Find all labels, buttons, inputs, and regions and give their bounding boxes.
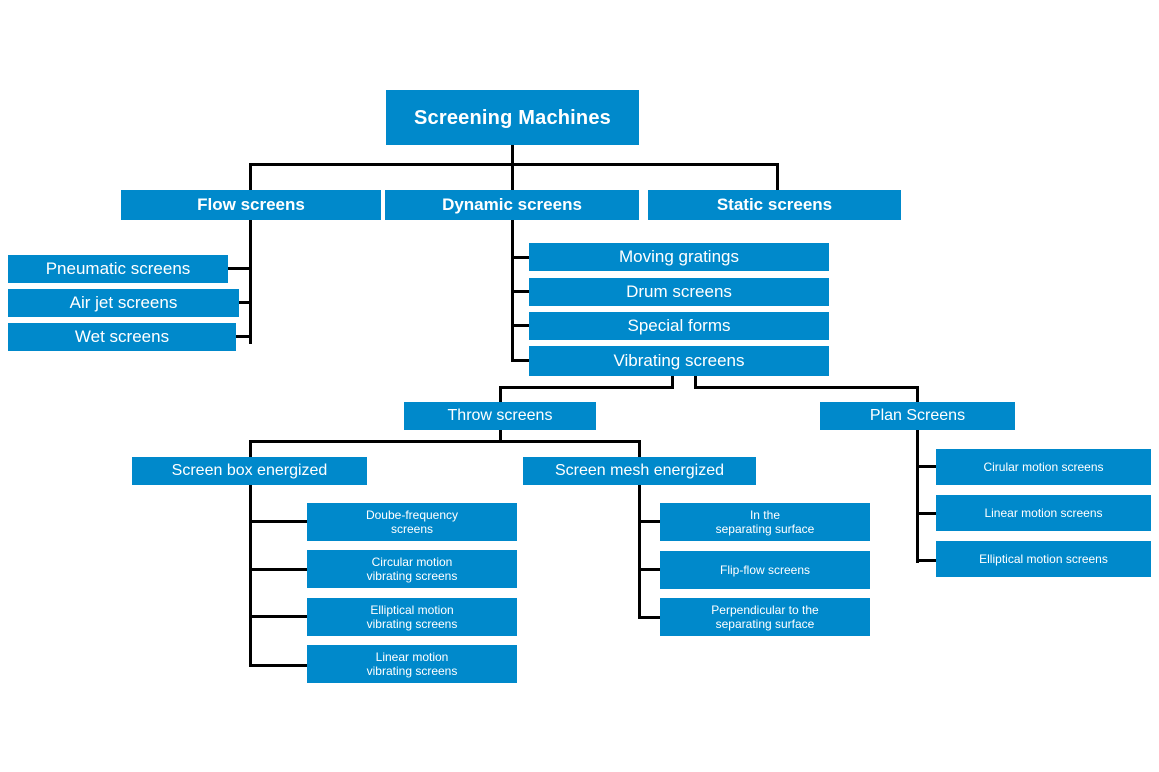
connector-vibrating-left-drop <box>671 376 674 388</box>
connector-level1-bus <box>249 163 779 166</box>
connector-screen-box-drop <box>249 440 252 457</box>
node-wet-screens[interactable]: Wet screens <box>8 323 236 351</box>
node-perpendicular-to-the-separating-surface[interactable]: Perpendicular to the separating surface <box>660 598 870 636</box>
connector-screen-box-child-1 <box>249 520 307 523</box>
connector-dynamic-child-3 <box>511 324 529 327</box>
node-plan-screens[interactable]: Plan Screens <box>820 402 1015 430</box>
connector-plan-child-1 <box>916 465 938 468</box>
connector-screen-mesh-spine <box>638 485 641 619</box>
connector-flow-spine <box>249 220 252 344</box>
connector-screen-box-child-3 <box>249 615 307 618</box>
connector-throw-bus <box>499 386 674 389</box>
node-screening-machines[interactable]: Screening Machines <box>386 90 639 145</box>
connector-screen-mesh-child-3 <box>638 616 660 619</box>
connector-screen-box-child-4 <box>249 664 307 667</box>
connector-flow-child-2 <box>239 301 252 304</box>
connector-dynamic-drop <box>511 163 514 190</box>
node-elliptical-motion-vibrating-screens[interactable]: Elliptical motion vibrating screens <box>307 598 517 636</box>
connector-plan-child-2 <box>916 512 938 515</box>
connector-plan-bus <box>694 386 919 389</box>
connector-screen-box-spine <box>249 485 252 667</box>
node-static-screens[interactable]: Static screens <box>648 190 901 220</box>
node-air-jet-screens[interactable]: Air jet screens <box>8 289 239 317</box>
node-linear-motion-screens[interactable]: Linear motion screens <box>936 495 1151 531</box>
node-linear-motion-vibrating-screens[interactable]: Linear motion vibrating screens <box>307 645 517 683</box>
connector-screen-mesh-child-1 <box>638 520 660 523</box>
connector-dynamic-child-2 <box>511 290 529 293</box>
connector-flow-spine-end <box>249 335 252 344</box>
node-screen-mesh-energized[interactable]: Screen mesh energized <box>523 457 756 485</box>
connector-screen-mesh-child-2 <box>638 568 660 571</box>
connector-screen-mesh-drop <box>638 440 641 457</box>
connector-flow-child-1 <box>228 267 252 270</box>
node-vibrating-screens[interactable]: Vibrating screens <box>529 346 829 376</box>
node-special-forms[interactable]: Special forms <box>529 312 829 340</box>
node-pneumatic-screens[interactable]: Pneumatic screens <box>8 255 228 283</box>
connector-dynamic-child-1 <box>511 256 529 259</box>
node-in-the-separating-surface[interactable]: In the separating surface <box>660 503 870 541</box>
node-elliptical-motion-screens[interactable]: Elliptical motion screens <box>936 541 1151 577</box>
connector-throw-spine-drop <box>499 430 502 442</box>
node-screen-box-energized[interactable]: Screen box energized <box>132 457 367 485</box>
connector-screen-box-child-2 <box>249 568 307 571</box>
connector-plan-child-3 <box>916 559 938 562</box>
node-circular-motion-vibrating-screens[interactable]: Circular motion vibrating screens <box>307 550 517 588</box>
connector-dynamic-child-4 <box>511 359 529 362</box>
connector-flow-child-3 <box>236 335 252 338</box>
connector-plan-spine <box>916 430 919 563</box>
connector-plan-drop <box>916 386 919 402</box>
connector-flow-drop <box>249 163 252 190</box>
node-flow-screens[interactable]: Flow screens <box>121 190 381 220</box>
connector-throw-children-bus <box>249 440 641 443</box>
connector-root-drop <box>511 145 514 165</box>
connector-static-drop <box>776 163 779 190</box>
connector-vibrating-right-drop <box>694 376 697 388</box>
node-drum-screens[interactable]: Drum screens <box>529 278 829 306</box>
node-flip-flow-screens[interactable]: Flip-flow screens <box>660 551 870 589</box>
node-moving-gratings[interactable]: Moving gratings <box>529 243 829 271</box>
node-double-frequency-screens[interactable]: Doube-frequency screens <box>307 503 517 541</box>
node-dynamic-screens[interactable]: Dynamic screens <box>385 190 639 220</box>
connector-throw-drop <box>499 386 502 402</box>
node-circular-motion-screens[interactable]: Cirular motion screens <box>936 449 1151 485</box>
node-throw-screens[interactable]: Throw screens <box>404 402 596 430</box>
